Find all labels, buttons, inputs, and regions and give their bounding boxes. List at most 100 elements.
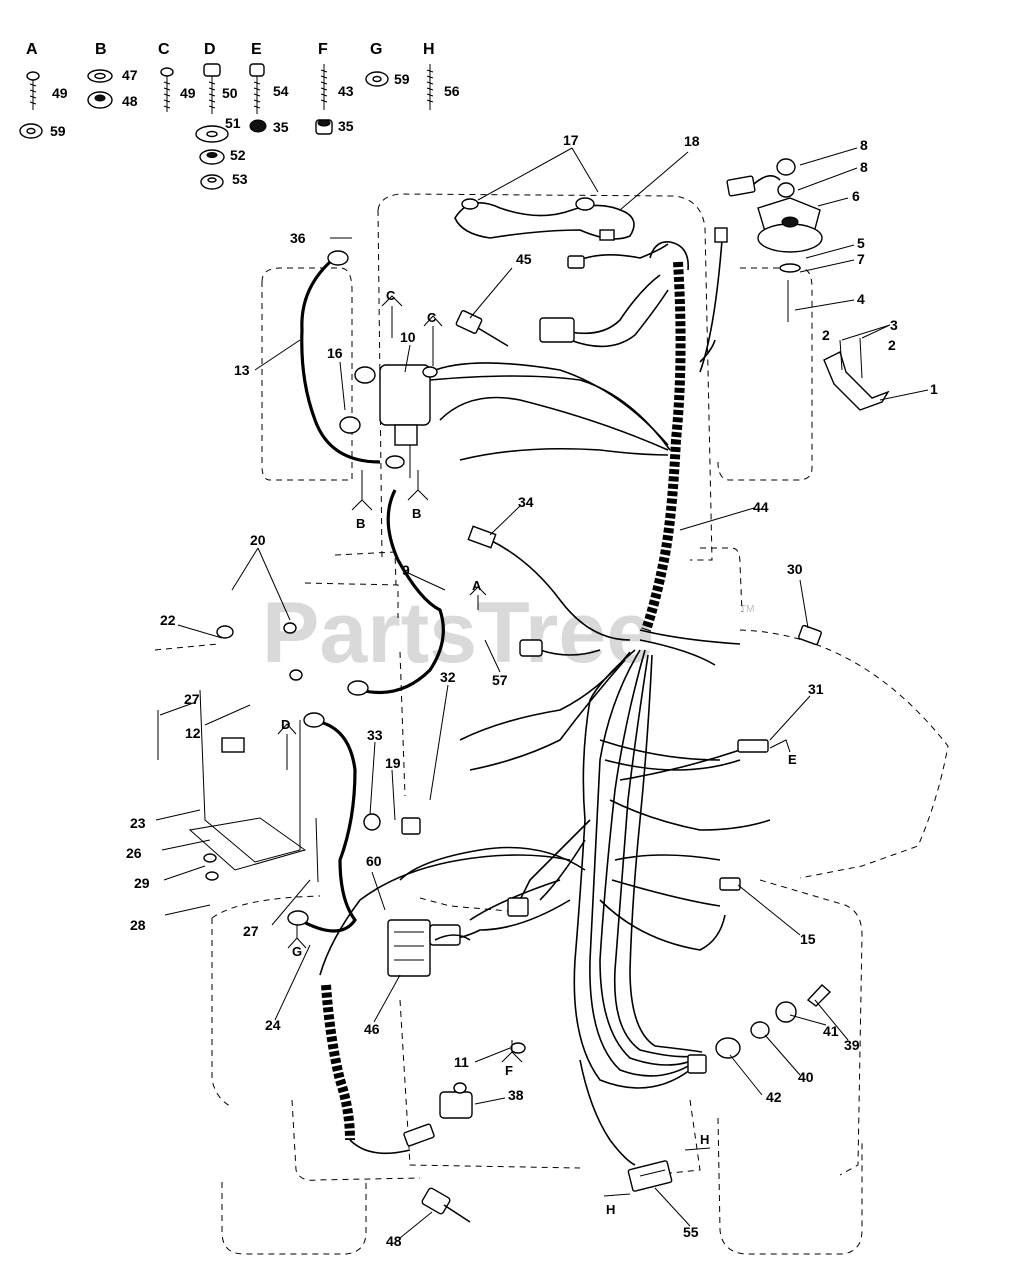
callout: 2	[888, 337, 896, 353]
reference-flags: C C B B A D E G	[277, 288, 797, 1217]
callout: 3	[890, 317, 898, 333]
ref-D: D	[277, 717, 297, 770]
callout: 42	[766, 1089, 782, 1105]
hardware-letter: E	[251, 41, 262, 58]
callout: 34	[518, 494, 534, 510]
callout: 8	[860, 137, 868, 153]
hardware-letter: A	[26, 41, 38, 58]
ignition-switch	[387, 919, 431, 977]
svg-text:D: D	[281, 717, 290, 732]
ref-F: F	[501, 1040, 523, 1078]
hardware-letter: F	[318, 41, 328, 58]
callout: 33	[367, 727, 383, 743]
svg-text:53: 53	[232, 171, 248, 187]
callout: 55	[683, 1224, 699, 1240]
ref-C-2: C	[423, 310, 443, 366]
svg-text:H: H	[606, 1202, 615, 1217]
svg-text:48: 48	[122, 93, 138, 109]
fuse-48	[421, 1187, 451, 1215]
callout: 24	[265, 1017, 281, 1033]
svg-text:49: 49	[180, 85, 196, 101]
callout: 28	[130, 917, 146, 933]
callout-labels: 17 18 8 8 6 5 7 4 3 2 2 1 36 45 13 16 10…	[126, 132, 938, 1249]
callout: 32	[440, 669, 456, 685]
seat-switch	[439, 1091, 473, 1119]
svg-text:E: E	[788, 752, 797, 767]
svg-text:G: G	[292, 944, 302, 959]
callout: 40	[798, 1069, 814, 1085]
callout: 17	[563, 132, 579, 148]
svg-text:59: 59	[50, 123, 66, 139]
switch-components	[363, 310, 832, 1223]
hardware-letter: B	[95, 41, 107, 58]
ref-B-2: B	[407, 470, 429, 521]
callout: 27	[184, 691, 200, 707]
callout: 23	[130, 815, 146, 831]
ref-C-1: C	[381, 288, 403, 338]
callout: 36	[290, 230, 306, 246]
watermark-trademark: TM	[740, 604, 754, 615]
ref-H-2: H	[603, 1193, 631, 1217]
callout: 1	[930, 381, 938, 397]
callout: 4	[857, 291, 865, 307]
svg-text:47: 47	[122, 67, 138, 83]
ref-B-1: B	[351, 470, 373, 531]
callout: 41	[823, 1023, 839, 1039]
callout: 11	[454, 1054, 469, 1070]
hardware-D: D 50 51 52 53	[195, 41, 248, 190]
svg-text:C: C	[427, 310, 437, 325]
callout: 38	[508, 1087, 524, 1103]
callout: 46	[364, 1021, 380, 1037]
hardware-H: H 56	[423, 41, 460, 110]
svg-text:43: 43	[338, 83, 354, 99]
svg-text:F: F	[505, 1063, 513, 1078]
hardware-C: C 49	[158, 41, 196, 112]
pto-clutch-group	[726, 158, 890, 411]
callout: 13	[234, 362, 250, 378]
callout: 45	[516, 251, 532, 267]
callout: 29	[134, 875, 150, 891]
svg-text:50: 50	[222, 85, 238, 101]
callout: 9	[402, 562, 410, 578]
callout: 20	[250, 532, 266, 548]
svg-text:C: C	[386, 288, 396, 303]
callout: 7	[857, 251, 865, 267]
watermark: PartsTree	[262, 585, 654, 681]
ref-A: A	[469, 578, 487, 610]
callout: 15	[800, 931, 816, 947]
callout: 6	[852, 188, 860, 204]
callout: 5	[857, 235, 865, 251]
hardware-A: A 49 59	[19, 41, 68, 139]
hardware-letter: C	[158, 41, 170, 58]
hardware-G: G 59	[365, 41, 410, 87]
solenoid-group	[339, 364, 438, 478]
svg-text:54: 54	[273, 83, 289, 99]
main-conduit	[641, 241, 689, 632]
top-harness	[454, 197, 669, 269]
svg-text:51: 51	[225, 115, 241, 131]
hardware-F: F 43 35	[315, 41, 354, 135]
svg-text:49: 49	[52, 85, 68, 101]
svg-text:B: B	[412, 506, 421, 521]
callout: 57	[492, 672, 508, 688]
svg-text:B: B	[356, 516, 365, 531]
svg-text:52: 52	[230, 147, 246, 163]
callout: 19	[385, 755, 401, 771]
callout: 22	[160, 612, 176, 628]
ref-E: E	[769, 739, 797, 767]
svg-text:56: 56	[444, 83, 460, 99]
hardware-B: B 47 48	[87, 41, 138, 109]
callout: 16	[327, 345, 343, 361]
ref-H-1: H	[684, 1132, 711, 1151]
leader-lines	[155, 147, 929, 1239]
callout: 44	[753, 499, 769, 515]
hardware-letter: D	[204, 41, 216, 58]
battery-cables	[287, 250, 571, 1155]
hardware-letter: H	[423, 41, 435, 58]
svg-text:35: 35	[273, 119, 289, 135]
harness-branches	[399, 227, 771, 1166]
ref-G: G	[287, 925, 307, 959]
callout: 10	[400, 329, 416, 345]
callout: 48	[386, 1233, 402, 1249]
